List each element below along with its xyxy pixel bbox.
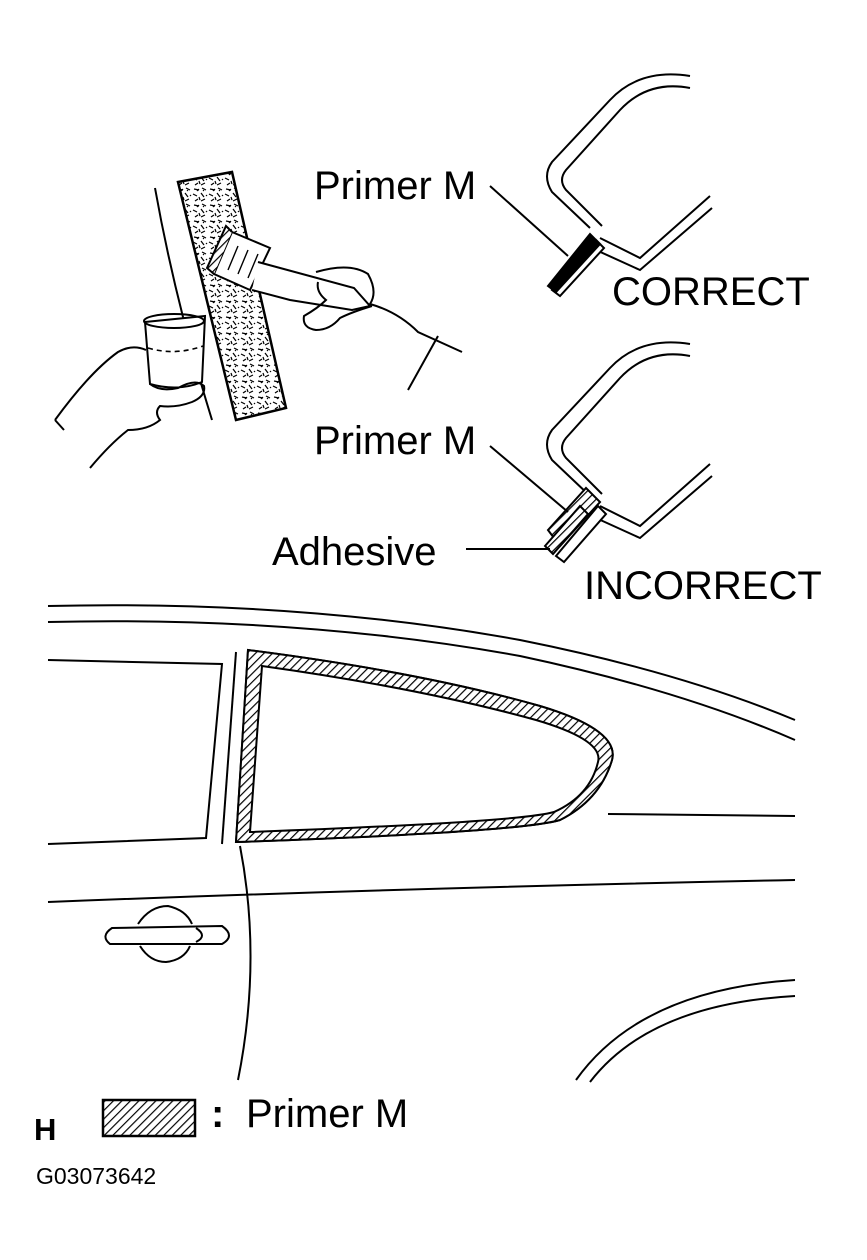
glass-pane-incorrect [554, 504, 608, 564]
label-correct: CORRECT [612, 270, 810, 314]
front-door-window [47, 659, 224, 845]
wheel-arch-inner [589, 995, 796, 1083]
left-hand [54, 346, 206, 469]
body-character-line [47, 879, 796, 903]
label-primer-m-incorrect: Primer M [314, 419, 477, 463]
flange-speckled-surface [176, 170, 288, 422]
label-adhesive: Adhesive [272, 530, 437, 574]
wheel-arch [575, 979, 796, 1081]
incorrect-detail [543, 341, 713, 564]
door-handle-icon [104, 904, 230, 964]
brush-application-illustration [54, 170, 463, 469]
b-pillar [221, 651, 237, 845]
leader-primer-correct [489, 185, 569, 257]
right-hand [302, 266, 463, 391]
roof-line-inner [47, 620, 796, 741]
roof-line-outer [47, 604, 796, 721]
legend-colon: : [211, 1092, 225, 1136]
legend-primer-swatch [101, 1098, 197, 1138]
brush-icon [205, 224, 372, 312]
label-incorrect: INCORRECT [584, 564, 822, 608]
rear-belt-line [607, 813, 796, 817]
leader-primer-incorrect [489, 445, 569, 513]
label-primer-m-correct: Primer M [314, 164, 477, 208]
primer-layer-correct [546, 232, 602, 294]
door-edge [237, 845, 252, 1081]
correct-detail [546, 73, 713, 298]
primer-m-band [234, 648, 614, 844]
adhesive-layer [543, 504, 590, 556]
cup-icon [143, 313, 207, 389]
figure-code: G03073642 [36, 1163, 157, 1189]
vehicle-side-view [47, 604, 796, 1083]
body-panel-edge [154, 187, 213, 421]
section-letter: H [34, 1112, 57, 1147]
legend-primer-m: Primer M [246, 1092, 409, 1136]
